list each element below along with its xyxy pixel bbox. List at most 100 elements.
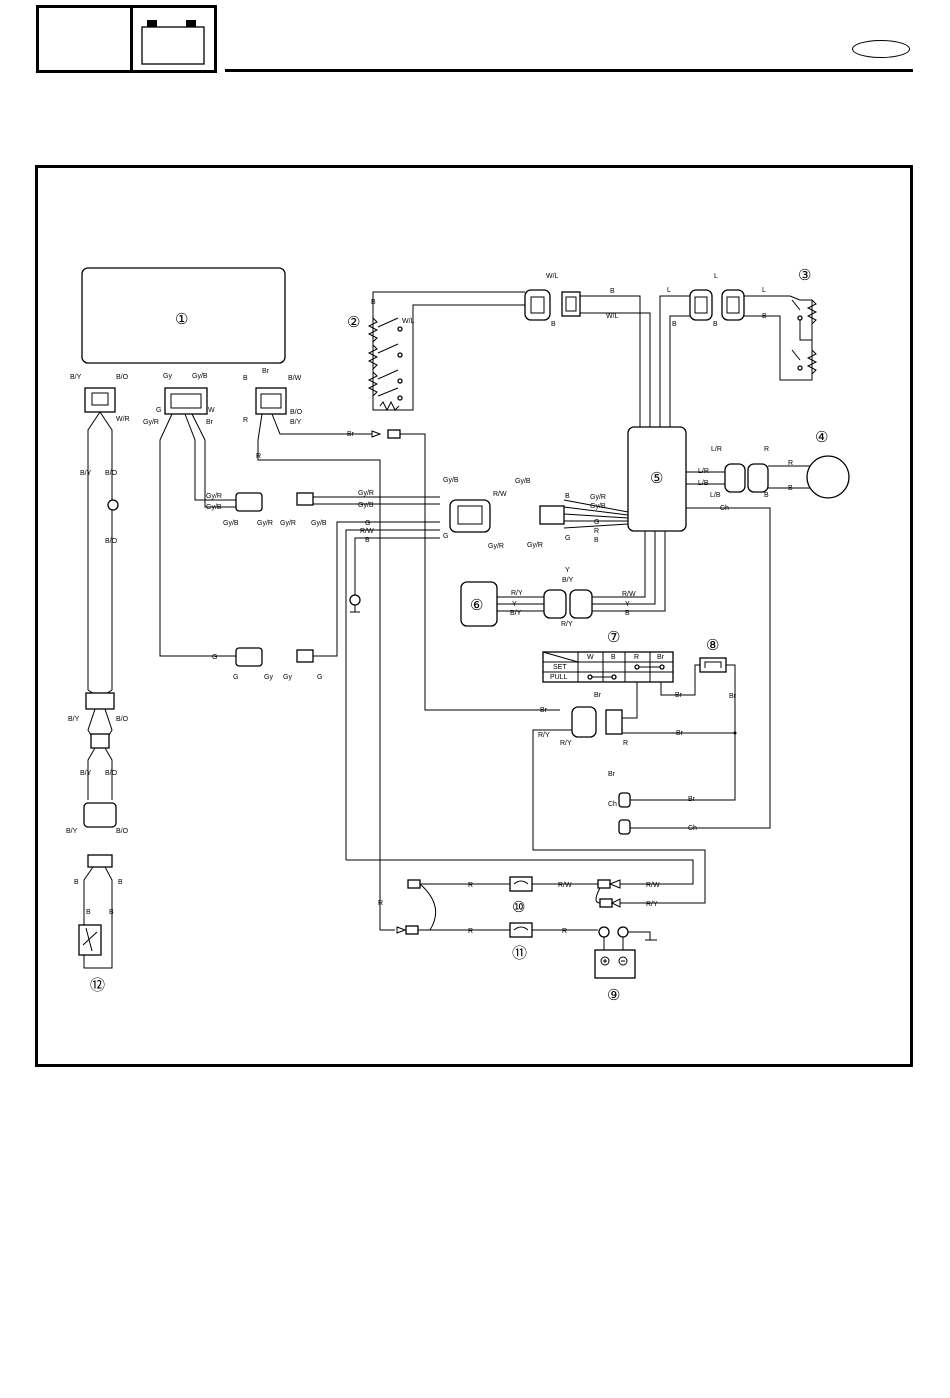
wire-label-br-5: Br xyxy=(675,692,683,699)
label-2: ② xyxy=(347,314,360,331)
connector-4b xyxy=(747,463,769,493)
wire-label-lr-1: L/R xyxy=(711,446,722,453)
wire-label-ch-3: Ch xyxy=(608,801,617,808)
wire-label-g-6: G xyxy=(443,533,448,540)
connector-7a xyxy=(571,706,597,738)
switch-array-2 xyxy=(367,300,414,412)
wire-label-r-6: R xyxy=(788,460,793,467)
connector-left-3 xyxy=(83,802,117,828)
table-row-pull: PULL xyxy=(550,674,568,681)
battery-9 xyxy=(594,949,636,979)
wire-label-l-3: L xyxy=(762,287,766,294)
connector-pair-2 xyxy=(296,649,314,663)
label-11: ⑪ xyxy=(512,945,527,962)
wire-label-gyb-7: Gy/B xyxy=(515,478,531,485)
wire-label-r-4: R xyxy=(594,528,599,535)
wire-label-b-1: B xyxy=(243,375,248,382)
label-9: ⑨ xyxy=(607,987,620,1004)
wire-label-gyr-7: Gy/R xyxy=(527,542,543,549)
connector-g-gy xyxy=(235,647,263,667)
wire-label-by-2: B/Y xyxy=(290,419,302,426)
component-4-motor xyxy=(806,455,850,499)
wire-label-ry-1: R/Y xyxy=(511,590,523,597)
fuse-11 xyxy=(509,922,533,938)
wire-label-y-1: Y xyxy=(512,601,517,608)
wire-label-b-12c: B xyxy=(86,909,91,916)
wire-label-y-2: Y xyxy=(565,567,570,574)
wire-label-ch-1: Ch xyxy=(720,505,729,512)
wire-label-gyr-3: Gy/R xyxy=(257,520,273,527)
wire-label-g-4: G xyxy=(317,674,322,681)
wire-label-w-1: W xyxy=(208,407,215,414)
wire-label-ry-4: R/Y xyxy=(560,740,572,747)
wire-label-by-8: B/Y xyxy=(562,577,574,584)
connector-1a xyxy=(84,387,116,413)
label-8: ⑧ xyxy=(706,637,719,654)
wire-label-gyr-8: Gy/R xyxy=(590,494,606,501)
wire-label-bo-6: B/O xyxy=(105,770,118,777)
wire-label-gyr-1: Gy/R xyxy=(143,419,159,426)
wire-label-wl-2: W/L xyxy=(546,273,559,280)
fuse-10 xyxy=(509,876,533,892)
connector-to-5 xyxy=(539,505,565,525)
switch-8 xyxy=(699,657,727,673)
wire-label-br-8: Br xyxy=(594,692,602,699)
wire-label-b-12a: B xyxy=(74,879,79,886)
thermistor-12 xyxy=(78,924,102,956)
wire-label-wl-3: W/L xyxy=(606,313,619,320)
wire-label-l-2: L xyxy=(714,273,718,280)
wire-label-y-3: Y xyxy=(625,601,630,608)
label-7: ⑦ xyxy=(607,629,620,646)
wire-label-b-8: B xyxy=(672,321,677,328)
wire-label-by-1: B/Y xyxy=(70,374,82,381)
wire-label-g-1: G xyxy=(156,407,161,414)
wire-label-r-9: R xyxy=(468,928,473,935)
connector-1b xyxy=(164,387,208,415)
diagram-frame xyxy=(35,165,913,1067)
wire-label-br-4: Br xyxy=(540,707,548,714)
wire-label-by-7: B/Y xyxy=(510,610,522,617)
wire-label-ry-3: R/Y xyxy=(538,732,550,739)
wire-label-g-8: G xyxy=(594,519,599,526)
connector-1c xyxy=(255,387,287,415)
label-5: ⑤ xyxy=(650,470,663,487)
connector-gyb-gyr xyxy=(235,492,263,512)
ground-ring xyxy=(349,594,361,606)
label-4: ④ xyxy=(815,429,828,446)
wire-label-by-3: B/Y xyxy=(80,470,92,477)
wire-label-b-13: B xyxy=(625,610,630,617)
wire-label-g-2: G xyxy=(212,654,217,661)
wire-label-r-10: R xyxy=(562,928,567,935)
wire-label-b-4: B xyxy=(594,537,599,544)
wire-label-by-5: B/Y xyxy=(80,770,92,777)
wire-label-ry-5: R/Y xyxy=(646,901,658,908)
language-badge xyxy=(852,40,910,58)
wire-label-b-9: B xyxy=(713,321,718,328)
wire-label-r-2: R xyxy=(256,453,261,460)
table-col-w: W xyxy=(587,654,594,661)
wire-label-gy-3: Gy xyxy=(283,674,292,681)
wire-label-b-5: B xyxy=(371,299,376,306)
wire-label-gyb-3: Gy/B xyxy=(223,520,239,527)
connector-4a xyxy=(724,463,746,493)
wire-label-b-7: B xyxy=(610,288,615,295)
wire-label-br-10: Br xyxy=(608,771,616,778)
label-6: ⑥ xyxy=(470,597,483,614)
wire-label-br-6: Br xyxy=(729,693,737,700)
wire-label-r-1: R xyxy=(243,417,248,424)
wire-label-bo-3: B/O xyxy=(105,470,118,477)
wire-label-gy-2: Gy xyxy=(264,674,273,681)
wire-label-b-3: B xyxy=(565,493,570,500)
wire-label-gyb-8: Gy/B xyxy=(590,503,606,510)
wire-label-br-1: Br xyxy=(206,419,214,426)
wire-label-gy-1: Gy xyxy=(163,373,172,380)
wire-label-bo-5: B/O xyxy=(116,716,129,723)
wire-label-b-2: B xyxy=(365,537,370,544)
wire-label-gyb-6: Gy/B xyxy=(443,477,459,484)
header-rule xyxy=(225,69,913,72)
wire-label-g-5: G xyxy=(365,520,370,527)
table-col-b: B xyxy=(611,654,616,661)
connector-br xyxy=(618,792,631,808)
wire-label-rw-5: R/W xyxy=(646,882,660,889)
wire-label-br-9: Br xyxy=(676,730,684,737)
